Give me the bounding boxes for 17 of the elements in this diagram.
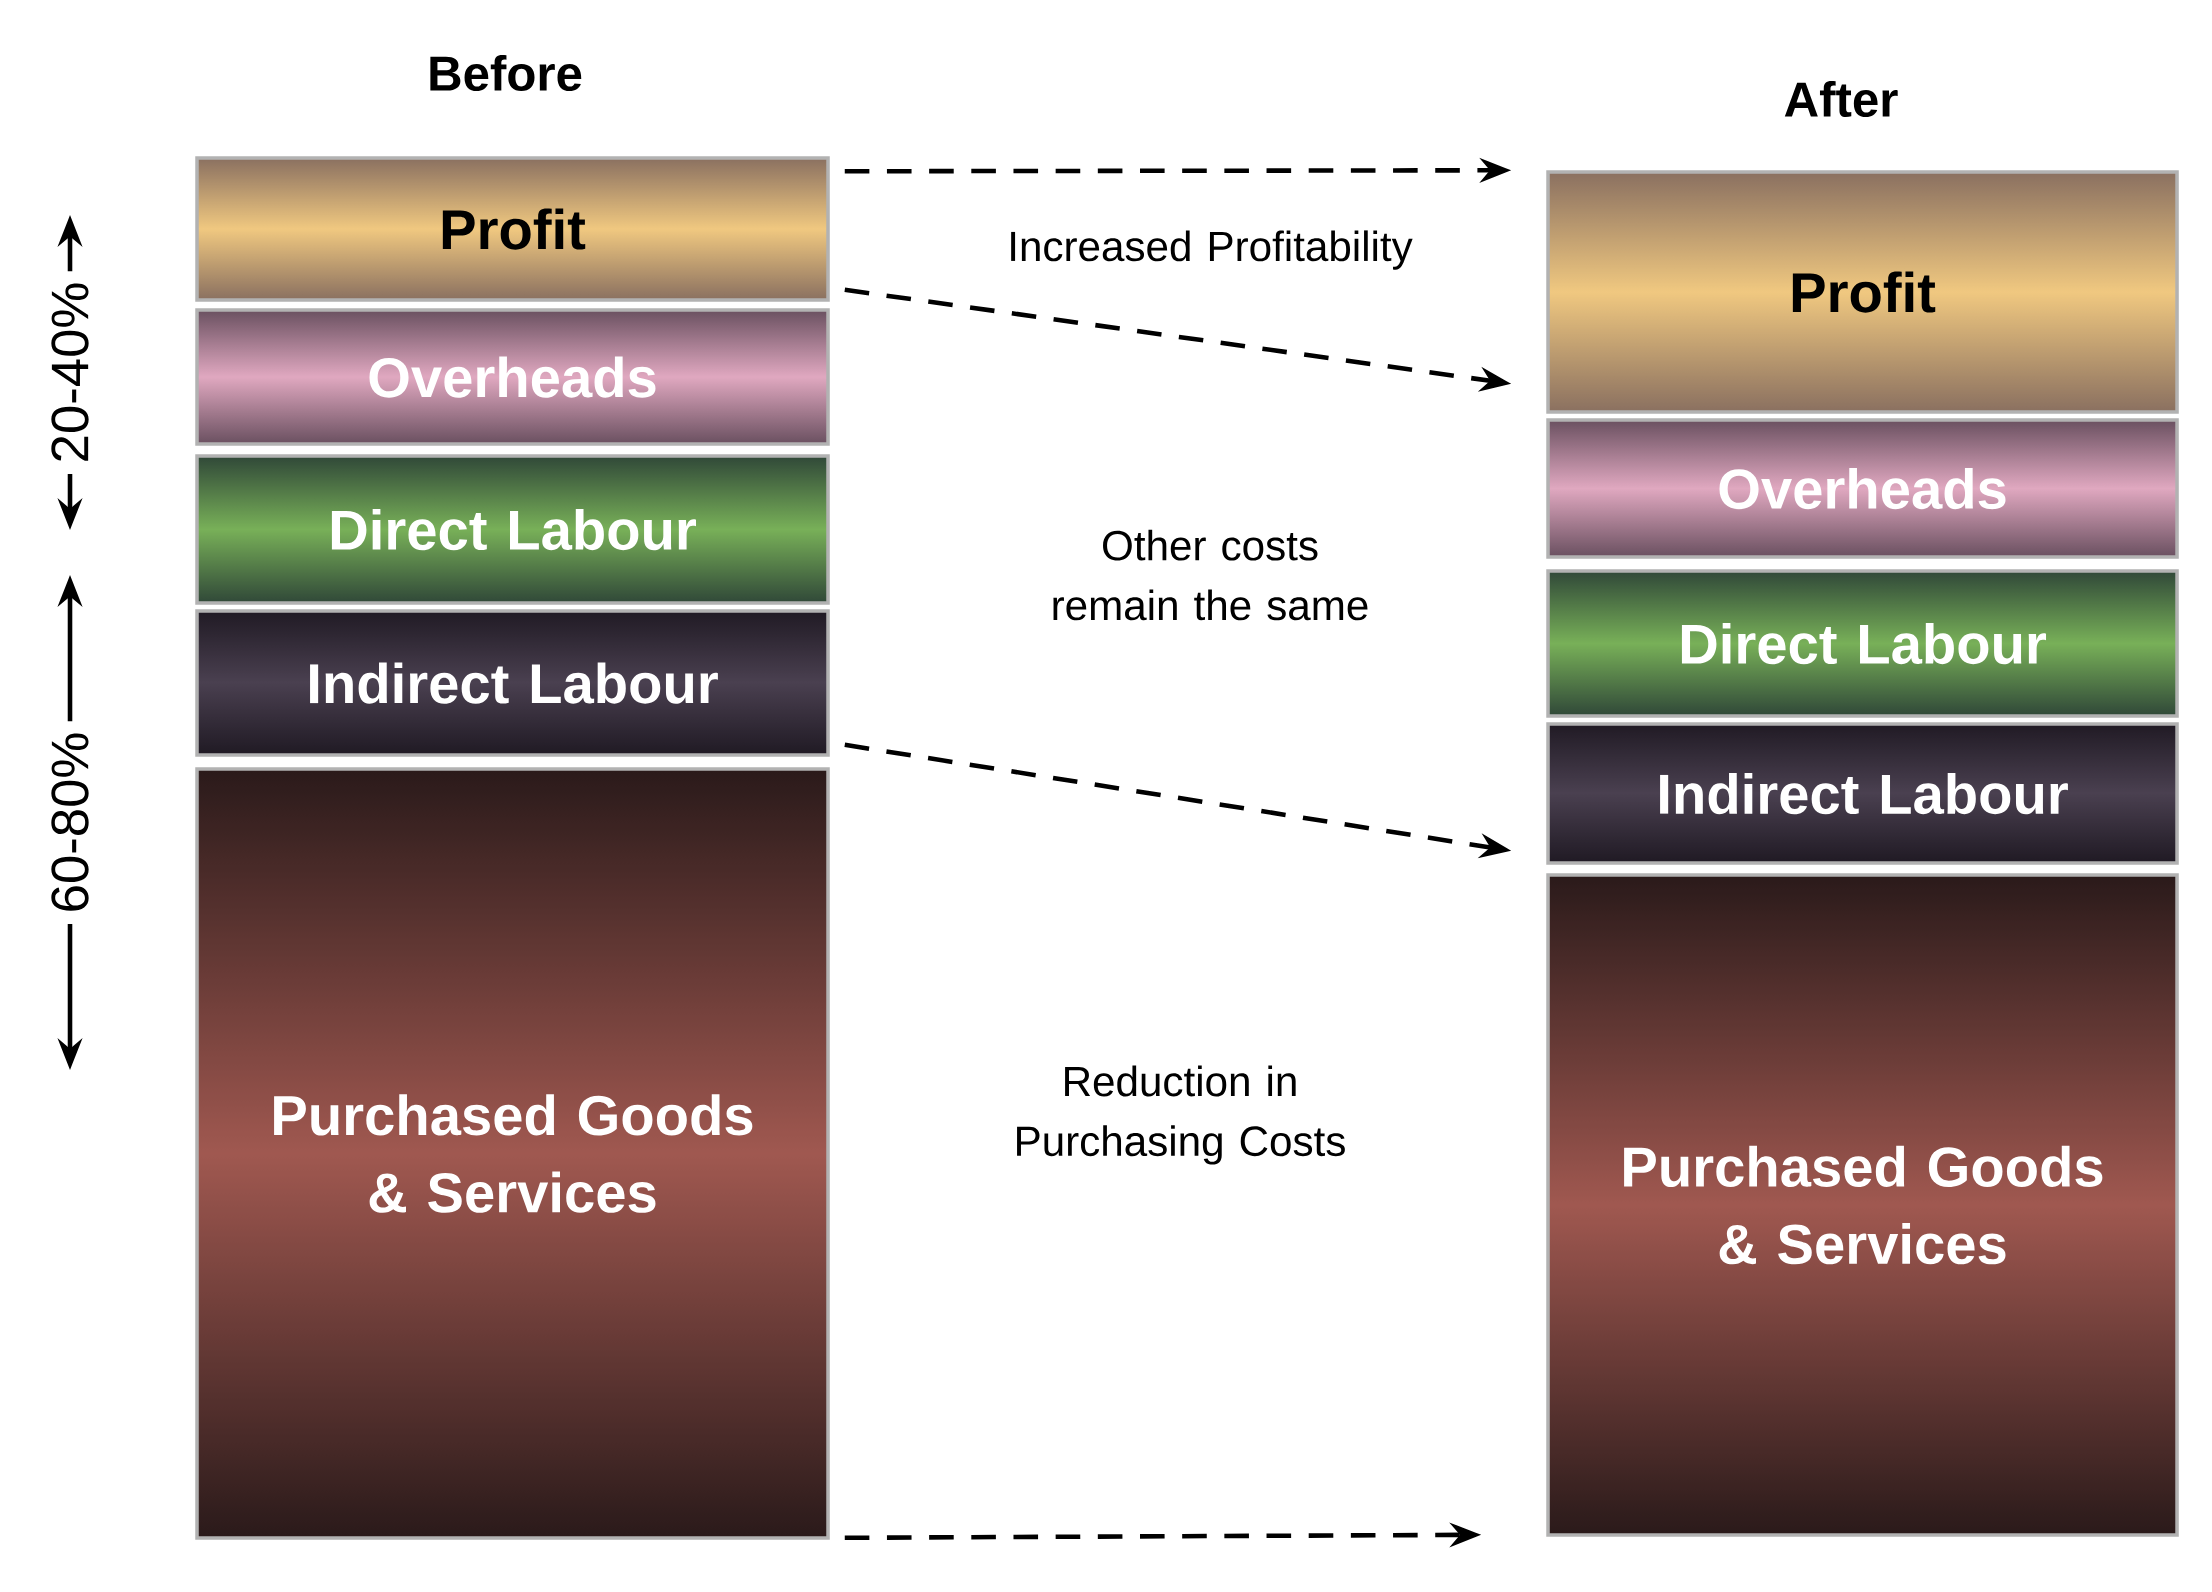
column-title: Before bbox=[430, 54, 582, 92]
dimension-label: 20-40% bbox=[40, 271, 100, 474]
annotation-text: Other costs remain the same bbox=[1053, 529, 1368, 621]
cost-band: Purchased Goods & Services bbox=[195, 767, 830, 1540]
cost-band: Indirect Labour bbox=[195, 609, 830, 757]
cost-band: Indirect Labour bbox=[1546, 722, 2179, 865]
annotation-text: Reduction in Purchasing Costs bbox=[1017, 1065, 1345, 1165]
cost-band: Profit bbox=[1546, 170, 2179, 414]
annotation-text: Increased Profitability bbox=[1011, 230, 1413, 270]
column-title: After bbox=[1784, 80, 1898, 118]
cost-band: Overheads bbox=[1546, 418, 2179, 559]
cost-band: Direct Labour bbox=[195, 454, 830, 605]
cost-band: Profit bbox=[195, 156, 830, 302]
cost-band: Direct Labour bbox=[1546, 569, 2179, 718]
cost-band: Purchased Goods & Services bbox=[1546, 873, 2179, 1537]
dimension-label: 60-80% bbox=[40, 721, 100, 924]
cost-band: Overheads bbox=[195, 308, 830, 446]
